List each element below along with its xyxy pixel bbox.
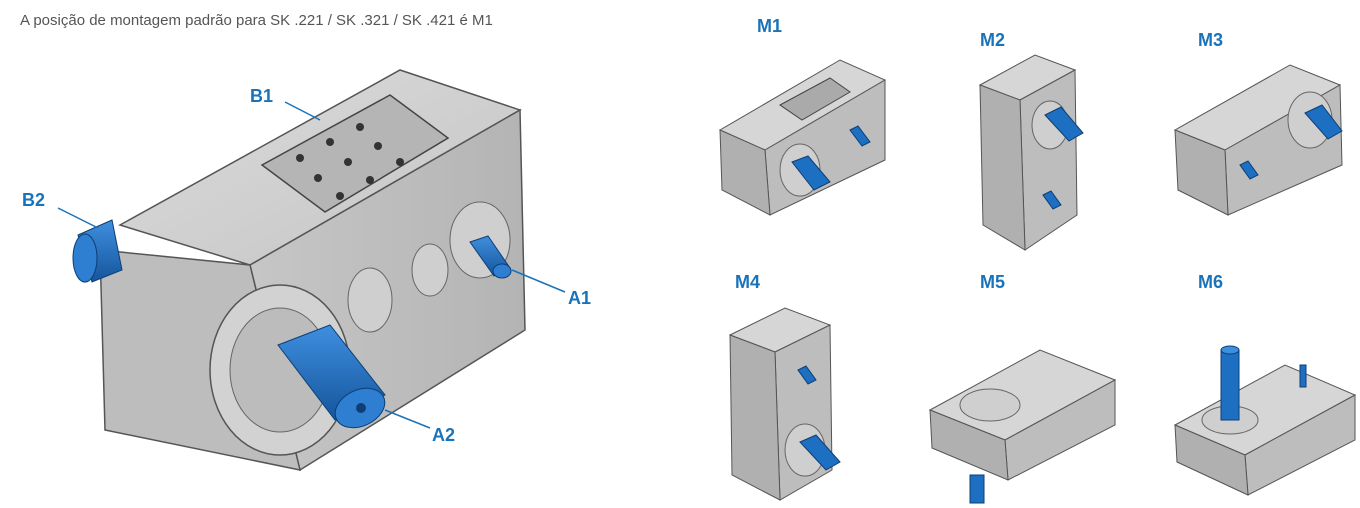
thumb-m3 [1173, 64, 1343, 216]
label-b2: B2 [22, 190, 46, 210]
thumb-m5 [928, 349, 1117, 504]
thumb-m2 [978, 54, 1084, 251]
position-label-m5: M5 [980, 272, 1006, 292]
thumb-m6 [1173, 345, 1357, 496]
label-a2: A2 [432, 425, 456, 445]
position-label-m2: M2 [980, 30, 1006, 50]
main-gearbox-illustration [57, 69, 566, 472]
caption: A posição de montagem padrão para SK .22… [20, 12, 493, 29]
position-label-m4: M4 [735, 272, 761, 292]
top-cover-plate [260, 94, 450, 213]
position-label-m3: M3 [1198, 30, 1224, 50]
label-a1: A1 [568, 288, 592, 308]
thumb-m1 [718, 59, 887, 216]
position-label-m1: M1 [757, 16, 783, 36]
position-label-m6: M6 [1198, 272, 1224, 292]
thumb-m4 [728, 307, 841, 501]
label-b1: B1 [250, 86, 274, 106]
